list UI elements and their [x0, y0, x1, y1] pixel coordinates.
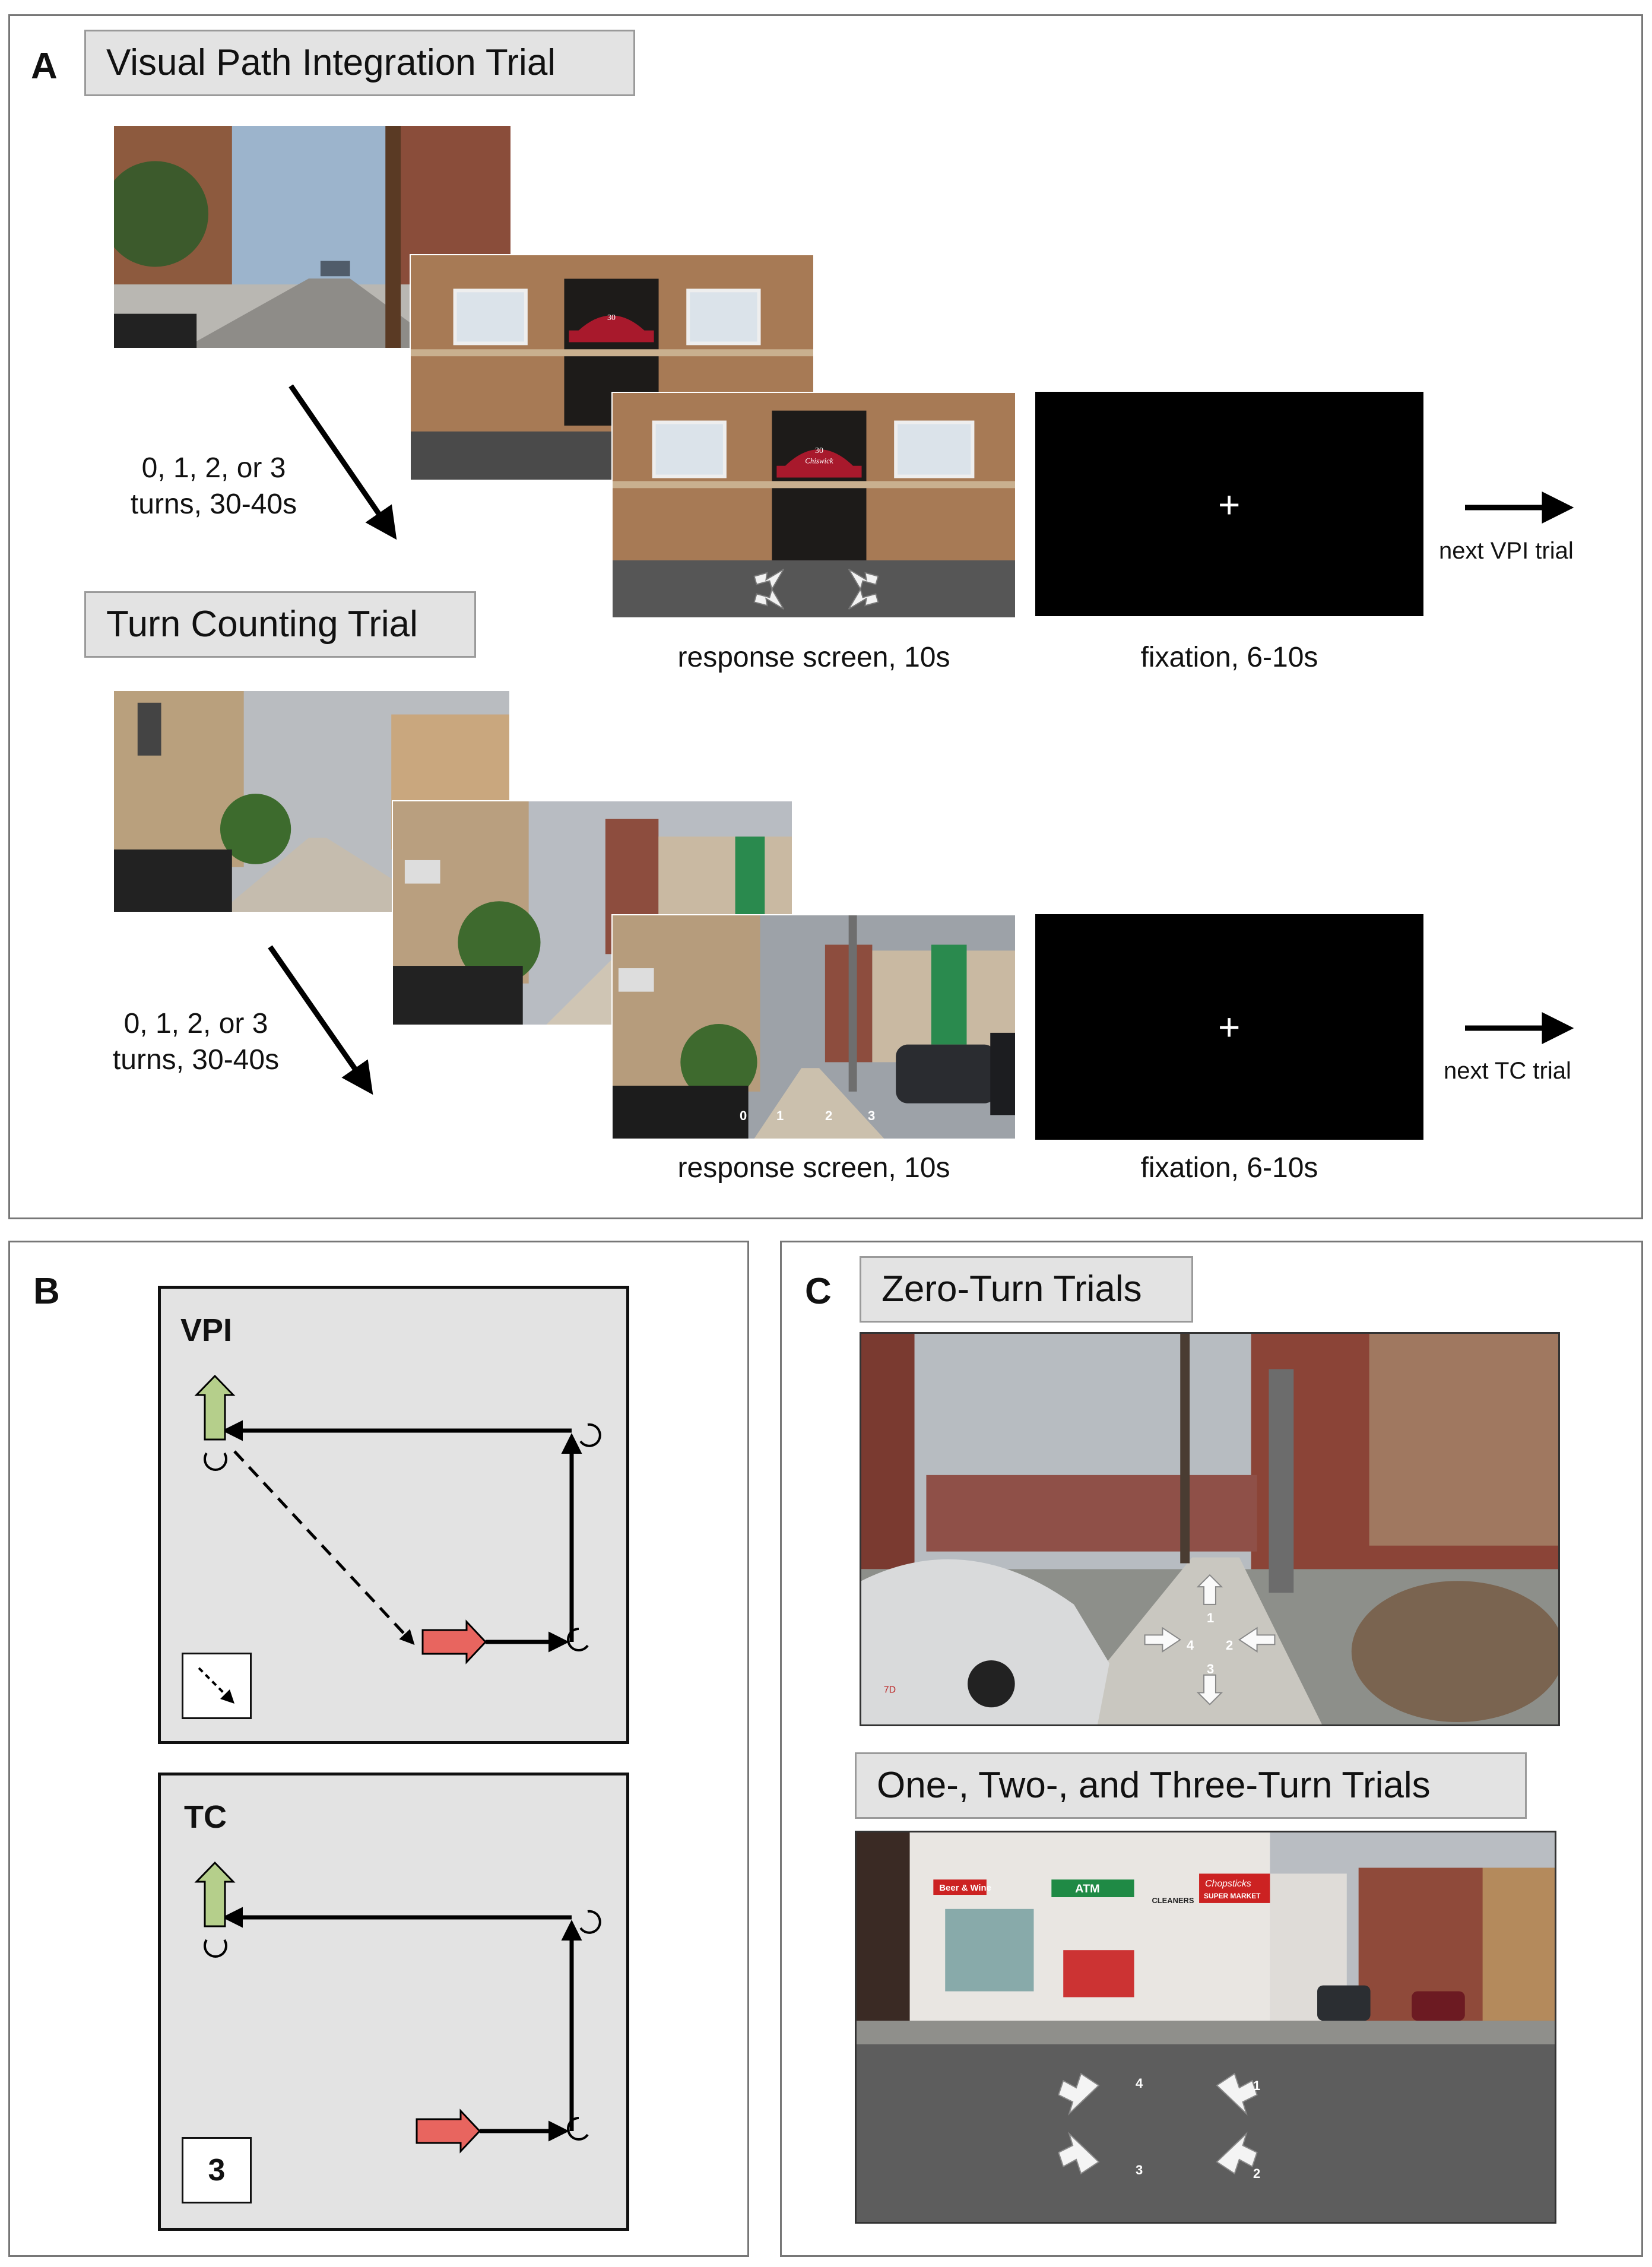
panel-b-label: B — [33, 1271, 60, 1312]
zero-turn-number-3: 3 — [1207, 1662, 1215, 1676]
svg-text:30: 30 — [815, 446, 823, 455]
zero-turn-number-1: 1 — [1207, 1610, 1215, 1625]
tc-fixation-screen — [1035, 914, 1423, 1140]
zero-turn-screenshot: 7D 1 2 3 4 — [860, 1332, 1560, 1726]
tc-start-arrow — [416, 2109, 481, 2154]
zero-turn-title: Zero-Turn Trials — [860, 1256, 1193, 1323]
vpi-turns-label: 0, 1, 2, or 3 turns, 30-40s — [113, 450, 315, 523]
tc-path — [194, 1861, 601, 2154]
tc-sidewalk-photo-2 — [392, 800, 793, 1026]
vpi-fixation-caption: fixation, 6-10s — [1140, 642, 1318, 673]
multi-turn-response-arrows — [1058, 2072, 1258, 2175]
vpi-response-screen-photo: 30 Chiswick — [611, 392, 1016, 619]
vpi-path — [194, 1374, 601, 1664]
sign-atm: ATM — [1075, 1882, 1100, 1895]
tc-response-number-3: 3 — [868, 1108, 876, 1123]
multi-turn-number-3: 3 — [1136, 2163, 1143, 2177]
panel-a-label: A — [31, 46, 58, 87]
vpi-diagram-label: VPI — [180, 1312, 233, 1348]
tc-response-caption: response screen, 10s — [677, 1152, 950, 1184]
tc-turns-line-2: turns, 30-40s — [112, 1044, 280, 1076]
tc-turns-label: 0, 1, 2, or 3 turns, 30-40s — [95, 1006, 297, 1079]
vpi-trial-title: Visual Path Integration Trial — [84, 30, 635, 96]
sign-beer-wine: Beer & Wine — [939, 1884, 991, 1893]
sign-chopsticks: Chopsticks — [1205, 1879, 1251, 1889]
sign-supermarket: SUPER MARKET — [1204, 1892, 1261, 1900]
license-plate-text: 7D — [884, 1685, 896, 1695]
tc-turns-line-1: 0, 1, 2, or 3 — [123, 1008, 268, 1039]
vpi-end-arrow — [194, 1374, 236, 1441]
zero-turn-response-arrows — [1144, 1574, 1276, 1705]
multi-turn-number-4: 4 — [1136, 2076, 1143, 2091]
tc-sequence-arrow — [268, 945, 373, 1095]
tc-response-number-0: 0 — [740, 1108, 747, 1123]
zero-turn-number-2: 2 — [1226, 1638, 1234, 1653]
tc-response-screen-photo: 0 1 2 3 — [611, 914, 1016, 1140]
multi-turn-number-2: 2 — [1253, 2166, 1261, 2181]
vpi-response-caption: response screen, 10s — [677, 642, 950, 673]
panel-c-label: C — [805, 1271, 832, 1312]
vpi-homing-vector — [233, 1450, 415, 1645]
tc-end-arrow — [194, 1861, 236, 1927]
multi-turn-title: One-, Two-, and Three-Turn Trials — [855, 1752, 1527, 1819]
vpi-response-inset — [182, 1653, 252, 1719]
tc-response-inset: 3 — [182, 2137, 252, 2203]
vpi-response-arrows — [753, 569, 879, 610]
awning-number-text: 30 — [607, 313, 616, 322]
tc-fixation-caption: fixation, 6-10s — [1140, 1152, 1318, 1184]
vpi-start-arrow — [421, 1619, 487, 1664]
tc-response-number-1: 1 — [776, 1108, 784, 1123]
zero-turn-number-4: 4 — [1187, 1638, 1194, 1653]
sign-cleaners: CLEANERS — [1152, 1896, 1194, 1905]
tc-diagram-label: TC — [184, 1799, 227, 1835]
multi-turn-number-1: 1 — [1253, 2078, 1261, 2093]
tc-trial-title: Turn Counting Trial — [84, 591, 476, 658]
awning-name-text: Chiswick — [805, 457, 833, 465]
vpi-fixation-cross: + — [1218, 483, 1241, 526]
tc-response-number-2: 2 — [825, 1108, 833, 1123]
vpi-sequence-arrow — [288, 384, 397, 540]
multi-turn-screenshot: Beer & Wine ATM CLEANERS Chopsticks SUPE… — [855, 1831, 1556, 2224]
vpi-turns-line-2: turns, 30-40s — [130, 489, 297, 521]
vpi-turns-line-1: 0, 1, 2, or 3 — [141, 452, 286, 484]
dashed-arrow-icon — [198, 1667, 234, 1704]
next-tc-trial-label: next TC trial — [1444, 1058, 1571, 1084]
vpi-fixation-screen — [1035, 392, 1423, 616]
tc-fixation-cross: + — [1218, 1006, 1241, 1048]
next-vpi-trial-label: next VPI trial — [1439, 538, 1574, 564]
